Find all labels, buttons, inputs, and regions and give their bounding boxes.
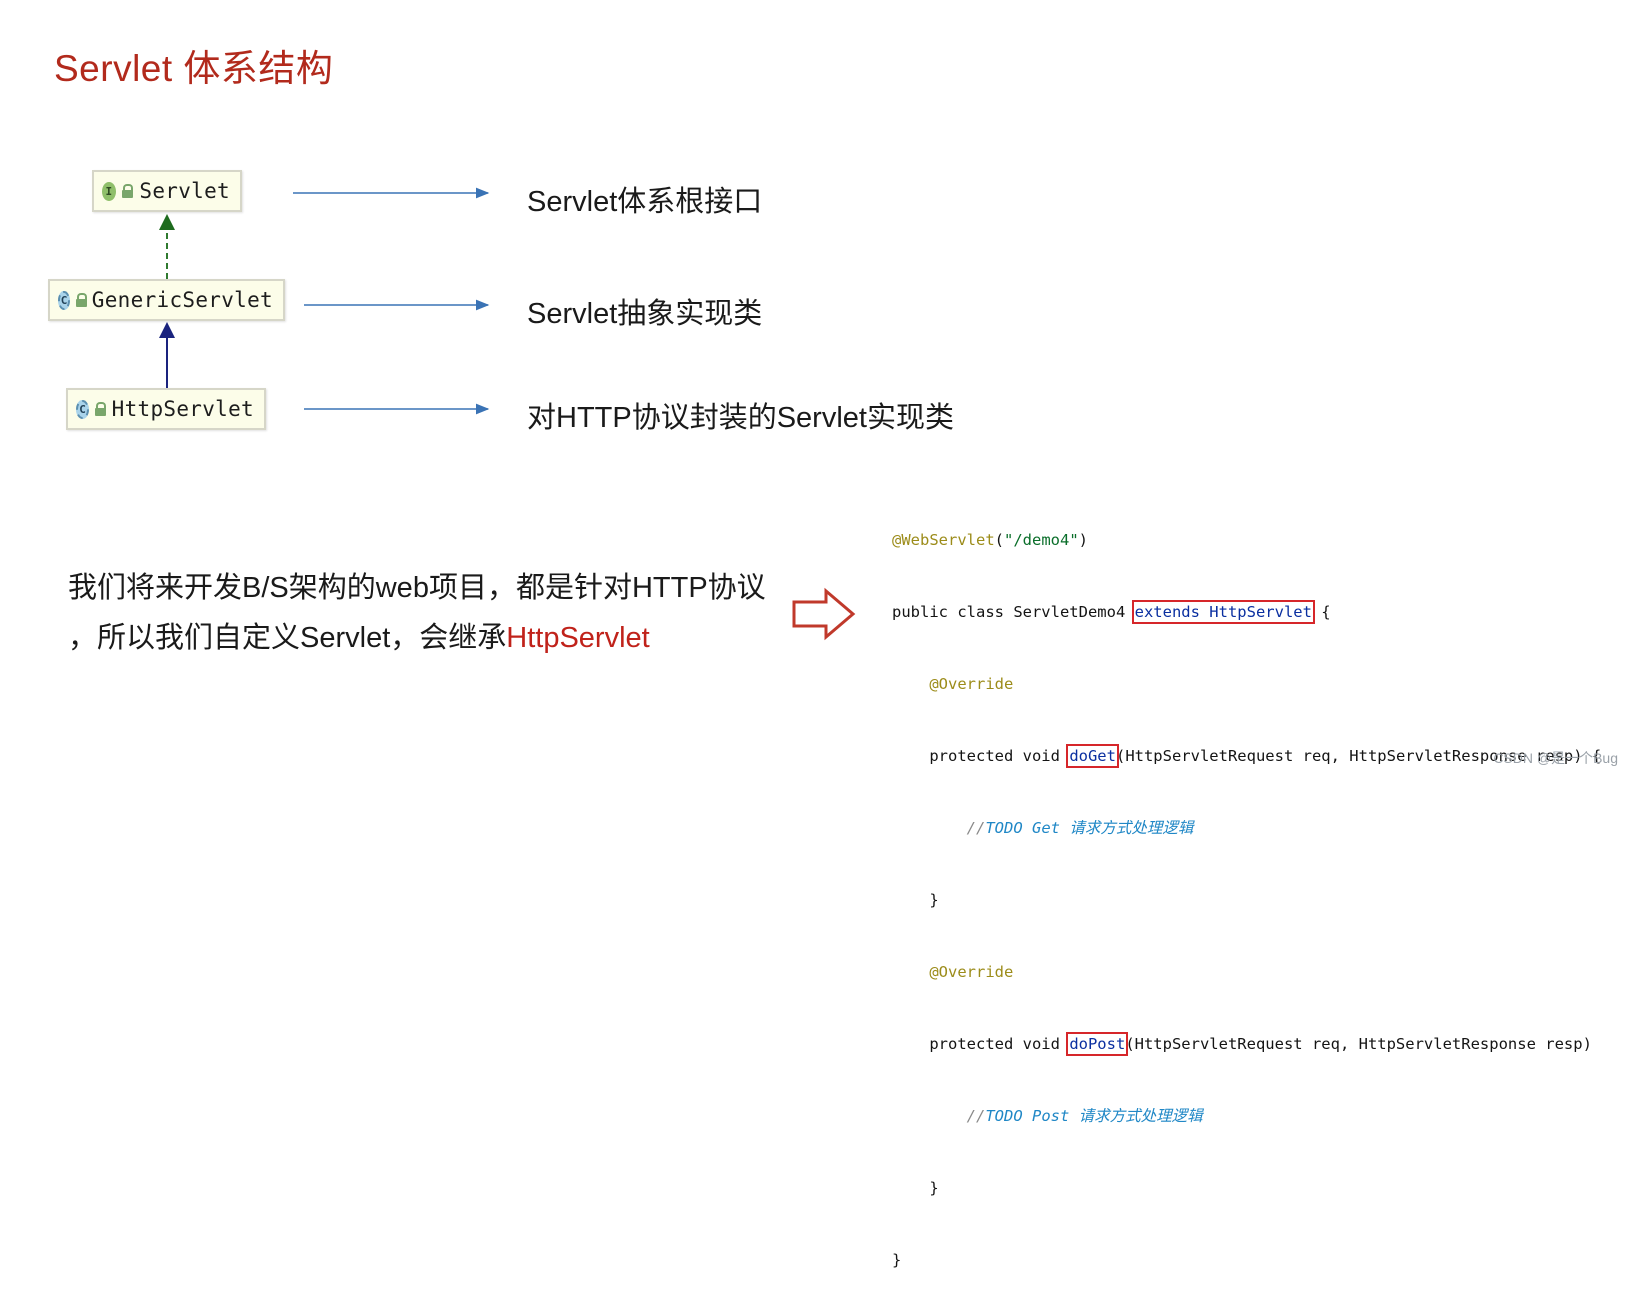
uml-name-servlet: Servlet [139, 179, 230, 203]
code-line-doget-close: } [892, 888, 1632, 912]
lock-icon [94, 402, 107, 416]
code-override: @Override [929, 675, 1014, 693]
code-close-brace: } [929, 891, 939, 909]
code-line-dopost-comment: //TODO Post 请求方式处理逻辑 [892, 1104, 1632, 1128]
desc-genericservlet: Servlet抽象实现类 [527, 298, 763, 330]
paragraph-line-2: ，所以我们自定义Servlet，会继承HttpServlet [68, 614, 650, 656]
lock-icon [121, 184, 133, 198]
lock-icon [75, 293, 87, 307]
diagram-connectors [159, 187, 856, 641]
uml-box-servlet: I Servlet [92, 170, 242, 212]
abstract-class-icon: C [76, 399, 90, 419]
code-line-override-1: @Override [892, 672, 1632, 696]
uml-name-genericservlet: GenericServlet [91, 288, 273, 312]
desc-httpservlet: 对HTTP协议封装的Servlet实现类 [527, 402, 954, 434]
code-doget-name: doGet [1066, 744, 1119, 768]
code-paren-open: ( [994, 531, 1004, 549]
code-override: @Override [929, 963, 1014, 981]
paragraph-highlight: HttpServlet [506, 622, 650, 654]
interface-icon: I [102, 181, 116, 201]
code-dopost-comment: TODO Post 请求方式处理逻辑 [985, 1107, 1203, 1125]
watermark: CSDN @是一个Bug [1493, 750, 1618, 766]
code-close-brace: } [929, 1179, 939, 1197]
code-line-doget-comment: //TODO Get 请求方式处理逻辑 [892, 816, 1632, 840]
code-line-dopost: protected void doPost(HttpServletRequest… [892, 1032, 1632, 1056]
code-class-open: { [1311, 603, 1331, 621]
code-dopost-name: doPost [1066, 1032, 1129, 1056]
code-dopost-prefix: protected void [929, 1035, 1070, 1053]
code-line-class-close: } [892, 1248, 1632, 1272]
code-class-decl: public class ServletDemo4 [892, 603, 1135, 621]
uml-box-genericservlet: C GenericServlet [48, 279, 285, 321]
code-extends-clause: extends HttpServlet [1131, 600, 1315, 624]
code-string: "/demo4" [1004, 531, 1079, 549]
code-class-close: } [892, 1251, 902, 1269]
uml-box-httpservlet: C HttpServlet [66, 388, 266, 430]
hollow-right-arrow-icon [792, 587, 856, 641]
code-line-dopost-close: } [892, 1176, 1632, 1200]
uml-name-httpservlet: HttpServlet [111, 397, 254, 421]
code-line-override-2: @Override [892, 960, 1632, 984]
code-dopost-params: (HttpServletRequest req, HttpServletResp… [1125, 1035, 1592, 1053]
code-line-annotation: @WebServlet("/demo4") [892, 528, 1632, 552]
code-doget-prefix: protected void [929, 747, 1070, 765]
code-line-class: public class ServletDemo4 extends HttpSe… [892, 600, 1632, 624]
code-line-doget: protected void doGet(HttpServletRequest … [892, 744, 1632, 768]
code-paren-close: ) [1078, 531, 1088, 549]
desc-servlet: Servlet体系根接口 [527, 186, 763, 218]
code-comment-slashes: // [966, 819, 986, 837]
code-snippet: @WebServlet("/demo4") public class Servl… [892, 480, 1632, 1296]
code-annotation: @WebServlet [892, 531, 995, 549]
paragraph-line-1: 我们将来开发B/S架构的web项目，都是针对HTTP协议 [68, 572, 766, 604]
realization-arrowhead [159, 214, 175, 230]
code-doget-params: (HttpServletRequest req, HttpServletResp… [1115, 747, 1602, 765]
code-doget-comment: TODO Get 请求方式处理逻辑 [985, 819, 1194, 837]
page-title: Servlet 体系结构 [54, 48, 334, 89]
paragraph-line-2-text: ，所以我们自定义Servlet，会继承 [68, 622, 507, 654]
inheritance-arrowhead [159, 322, 175, 338]
abstract-class-icon: C [58, 290, 71, 310]
code-comment-slashes: // [966, 1107, 986, 1125]
